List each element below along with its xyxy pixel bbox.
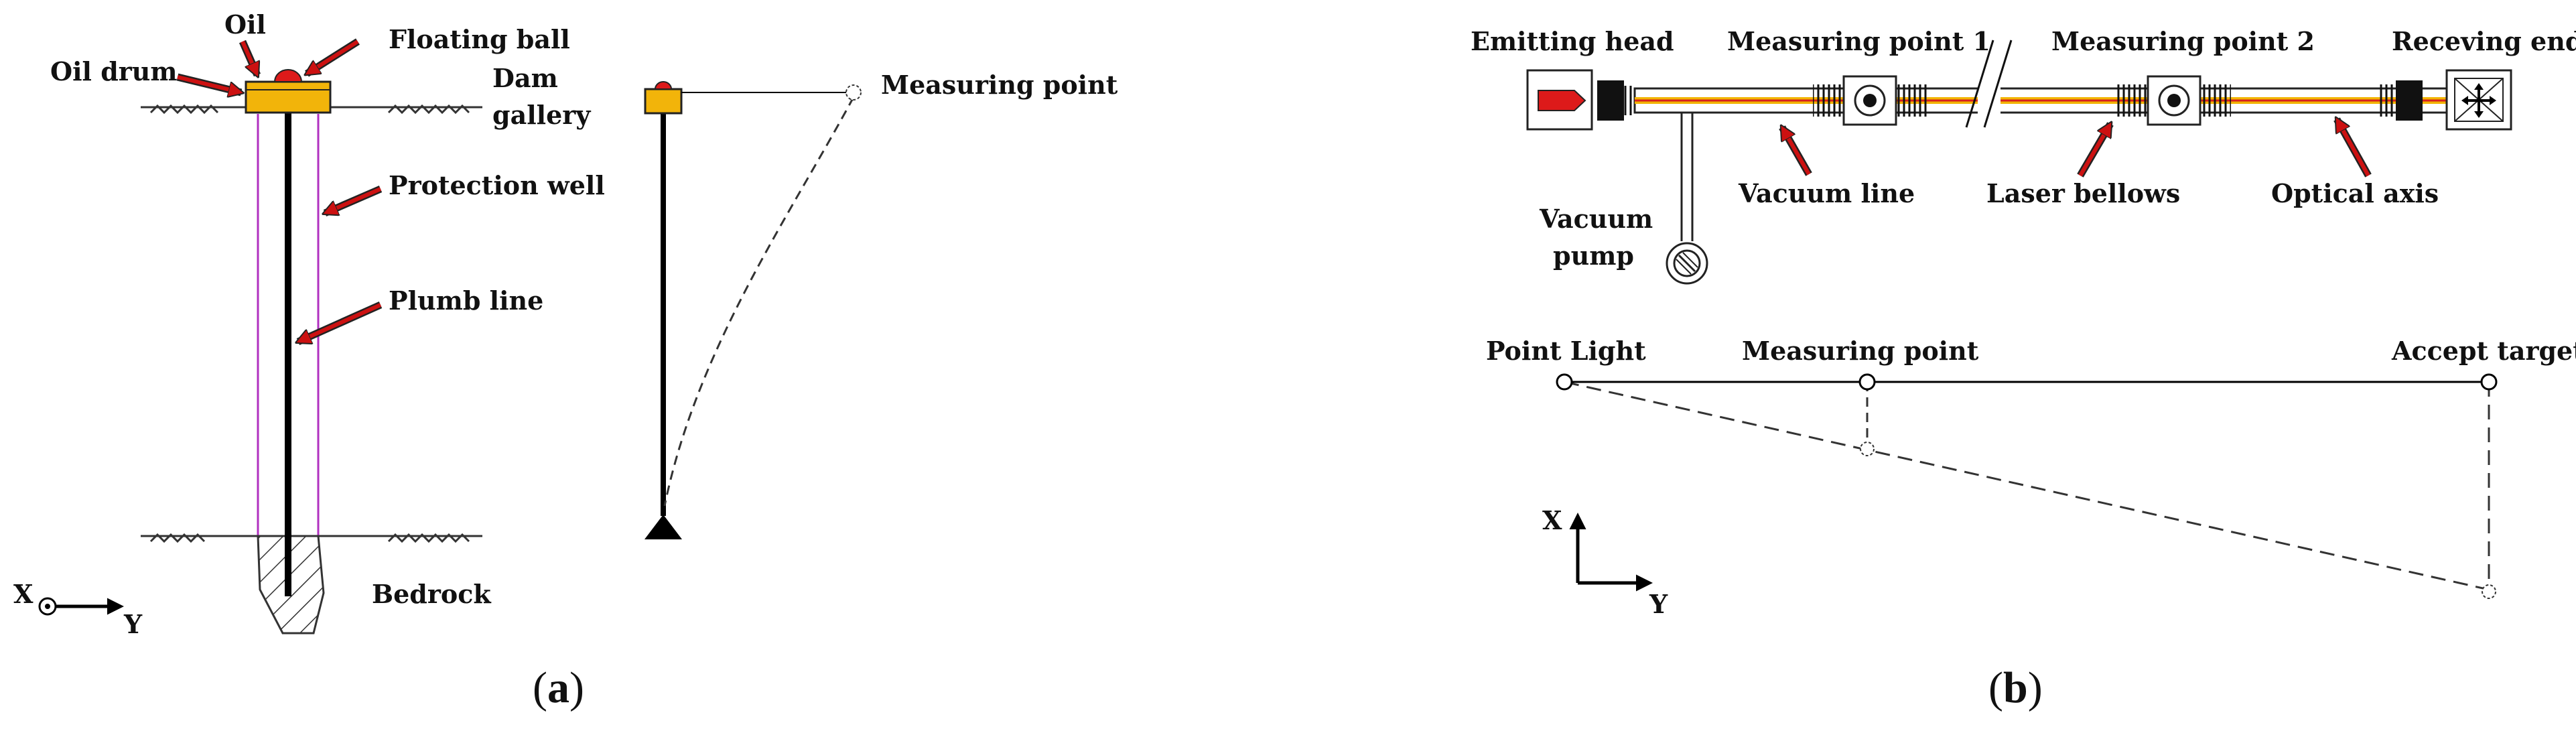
- measuring-point-deflected: [1860, 442, 1875, 456]
- label-vacuum-line: Vacuum line: [1738, 178, 1915, 208]
- axis-x-label-b: X: [1542, 505, 1562, 535]
- point-light-marker: [1556, 373, 1573, 391]
- emitting-head: [1526, 69, 1635, 131]
- panel-a: Oil Floating ball Oil drum Dam gallery P…: [13, 9, 1118, 712]
- label-emitting-head: Emitting head: [1471, 26, 1674, 56]
- label-accept-target: Accept target: [2391, 336, 2576, 366]
- caption-a: (a): [533, 663, 584, 712]
- measuring-point-marker: [1858, 373, 1876, 391]
- accept-target-deflected: [2482, 584, 2496, 599]
- oil-drum: [245, 80, 332, 114]
- label-plumb-line: Plumb line: [389, 285, 543, 316]
- panel-b: Emitting head Measuring point 1 Measurin…: [1471, 26, 2576, 712]
- measuring-point-2-unit: [2117, 75, 2231, 126]
- vacuum-tube: [1633, 40, 2460, 128]
- pointer-arrows-a: [177, 40, 382, 342]
- label-floating-ball: Floating ball: [389, 24, 570, 54]
- label-oil-drum: Oil drum: [50, 56, 178, 86]
- label-measuring-point-2: Measuring point 2: [2051, 26, 2315, 56]
- accept-target-marker: [2480, 373, 2498, 391]
- vacuum-pump: [1666, 113, 1708, 285]
- floating-ball: [273, 69, 303, 82]
- deflection-model: [644, 81, 862, 539]
- label-optical-axis: Optical axis: [2271, 178, 2439, 208]
- axis-y-label-b: Y: [1649, 589, 1668, 619]
- label-protection-well: Protection well: [389, 170, 605, 200]
- deflection-geometry: [1556, 373, 2498, 599]
- measuring-point-1-unit: [1813, 75, 1927, 126]
- label-measuring-point-1: Measuring point 1: [1727, 26, 1990, 56]
- pointer-arrows-b: [1782, 119, 2370, 177]
- label-vacuum: Vacuum: [1539, 204, 1653, 234]
- label-receiving-end: Receving end: [2392, 26, 2576, 56]
- axis-y-label-a: Y: [123, 609, 143, 639]
- receiving-end: [2380, 69, 2512, 131]
- axis-x-label-a: X: [13, 579, 33, 609]
- label-dam: Dam: [492, 63, 558, 93]
- label-oil: Oil: [224, 9, 266, 40]
- axis-indicator-a: [38, 597, 124, 616]
- label-laser-bellows: Laser bellows: [1986, 178, 2180, 208]
- label-gallery: gallery: [492, 100, 591, 130]
- label-measuring-point-a: Measuring point: [881, 70, 1118, 100]
- caption-b: (b): [1988, 663, 2043, 712]
- axis-indicator-b: [1569, 513, 1653, 592]
- label-point-light: Point Light: [1486, 336, 1646, 366]
- label-measuring-point-b: Measuring point: [1742, 336, 1979, 366]
- label-pump: pump: [1553, 241, 1634, 271]
- label-bedrock: Bedrock: [372, 579, 491, 609]
